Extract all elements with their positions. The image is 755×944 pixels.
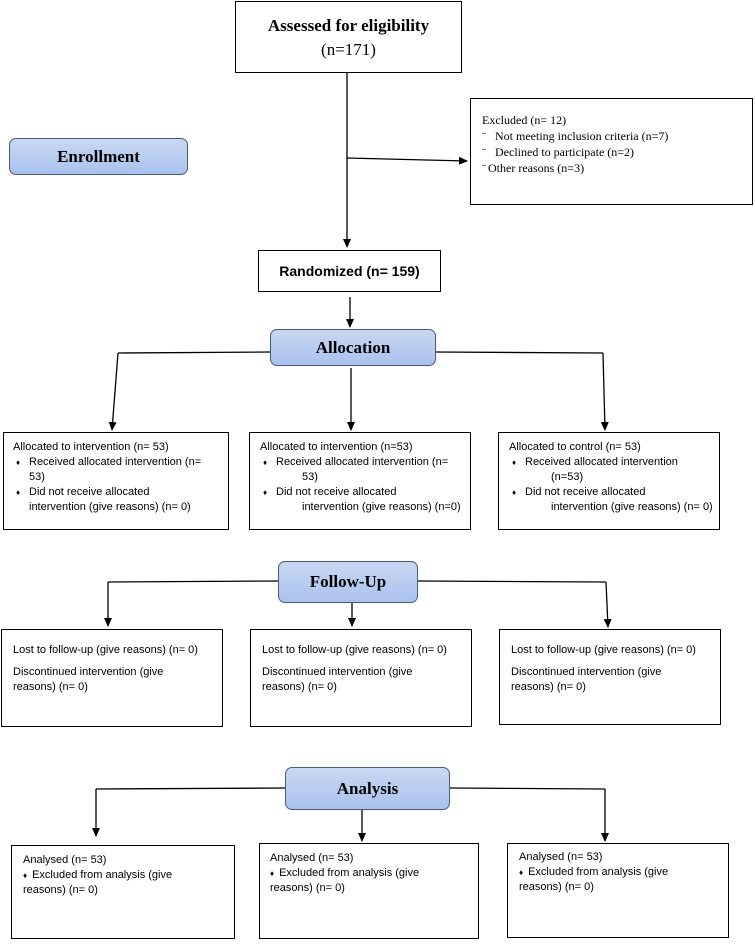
analysis-box-left: Analysed (n= 53) ♦ Excluded from analysis… (11, 845, 235, 939)
not-received-text-cont: intervention (give reasons) (n=0) (302, 501, 461, 513)
discontinued-line-2: reasons) (n= 0) (511, 681, 586, 693)
allocation-left-drop (108, 352, 119, 431)
excluded-analysis-line-2: reasons) (n= 0) (23, 884, 98, 896)
not-received-text-cont: intervention (give reasons) (n= 0) (29, 501, 191, 513)
excluded-analysis-line-1: Excluded from analysis (give (528, 866, 669, 878)
allocation-not-received-item: ♦ Did not receive allocated intervention… (260, 485, 470, 515)
excluded-item-text: Not meeting inclusion criteria (n=7) (495, 129, 669, 143)
discontinued-line-1: Discontinued intervention (give (13, 666, 164, 678)
eligibility-count: (n=171) (321, 40, 376, 59)
discontinued-intervention: Discontinued intervention (give reasons)… (511, 665, 720, 695)
followup-box-left: Lost to follow-up (give reasons) (n= 0) … (1, 629, 223, 727)
diamond-bullet-icon: ♦ (270, 869, 275, 878)
analysed-count: Analysed (n= 53) (519, 851, 603, 863)
eligibility-title: Assessed for eligibility (267, 16, 430, 35)
analysis-left-branch (95, 787, 287, 790)
allocation-title: Allocated to control (n= 53) (509, 441, 641, 453)
excluded-bullet: ¨ (482, 145, 486, 159)
received-text-cont: (n=53) (551, 471, 584, 483)
followup-right-drop (603, 581, 612, 628)
excluded-item-other: ¨ Other reasons (n=3) (482, 160, 752, 176)
not-received-text: Did not receive allocated (29, 486, 150, 498)
analysis-box-middle: Analysed (n= 53) ♦ Excluded from analysis… (259, 843, 479, 939)
stage-follow-up: Follow-Up (278, 561, 418, 603)
followup-box-right: Lost to follow-up (give reasons) (n= 0) … (499, 629, 721, 725)
excluded-box: Excluded (n= 12) ¨ Not meeting inclusion… (470, 98, 753, 205)
allocation-right-drop (600, 352, 609, 431)
followup-left-branch (107, 580, 280, 583)
excluded-item-text: Declined to participate (n=2) (495, 145, 635, 159)
allocation-box-intervention-1: Allocated to intervention (n= 53) ♦ Rece… (3, 432, 229, 530)
randomized-label: Randomized (n= 159) (279, 263, 420, 279)
diamond-bullet-icon: ♦ (519, 868, 524, 877)
received-text: Received allocated intervention (n= (276, 456, 449, 468)
received-text: Received allocated intervention (n= (29, 456, 202, 468)
excluded-title: Excluded (n= 12) (482, 113, 567, 127)
allocation-not-received-item: ♦ Did not receive allocated intervention… (13, 485, 228, 515)
allocation-received-item: ♦ Received allocated intervention (n= 53… (13, 455, 228, 485)
discontinued-line-2: reasons) (n= 0) (262, 681, 337, 693)
excluded-analysis-line-1: Excluded from analysis (give (32, 869, 173, 881)
analysis-box-right: Analysed (n= 53) ♦ Excluded from analysis… (507, 843, 729, 938)
discontinued-intervention: Discontinued intervention (give reasons)… (262, 665, 471, 695)
excluded-analysis-line-1: Excluded from analysis (give (279, 867, 420, 879)
diamond-bullet-icon: ♦ (263, 488, 268, 497)
stage-analysis: Analysis (285, 767, 450, 810)
excluded-from-analysis: ♦ Excluded from analysis (give reasons) (… (270, 866, 478, 896)
analysed-count: Analysed (n= 53) (270, 852, 354, 864)
followup-right-branch (416, 580, 607, 583)
excluded-bullet: ¨ (482, 129, 486, 143)
lost-to-followup: Lost to follow-up (give reasons) (n= 0) (13, 644, 198, 656)
discontinued-line-2: reasons) (n= 0) (13, 681, 88, 693)
excluded-from-analysis: ♦ Excluded from analysis (give reasons) (… (23, 868, 234, 898)
excluded-item-text: Other reasons (n=3) (488, 161, 585, 175)
diamond-bullet-icon: ♦ (16, 488, 21, 497)
not-received-text: Did not receive allocated (525, 486, 646, 498)
followup-box-middle: Lost to follow-up (give reasons) (n= 0) … (250, 629, 472, 727)
analysed-count: Analysed (n= 53) (23, 854, 107, 866)
excluded-item-not-meeting: ¨ Not meeting inclusion criteria (n=7) (482, 128, 752, 144)
analysis-right-branch (448, 787, 606, 790)
allocation-box-intervention-2: Allocated to intervention (n=53) ♦ Recei… (249, 432, 471, 530)
diamond-bullet-icon: ♦ (512, 488, 517, 497)
not-received-text-cont: intervention (give reasons) (n= 0) (551, 501, 713, 513)
excluded-analysis-line-2: reasons) (n= 0) (270, 882, 345, 894)
lost-to-followup: Lost to follow-up (give reasons) (n= 0) (511, 644, 696, 656)
diamond-bullet-icon: ♦ (512, 458, 517, 467)
allocation-left-branch (117, 351, 272, 354)
stage-enrollment: Enrollment (9, 138, 188, 175)
discontinued-line-1: Discontinued intervention (give (262, 666, 413, 678)
allocation-box-control: Allocated to control (n= 53) ♦ Received … (498, 432, 720, 530)
allocation-not-received-item: ♦ Did not receive allocated intervention… (509, 485, 719, 515)
allocation-received-item: ♦ Received allocated intervention (n= 53… (260, 455, 470, 485)
diamond-bullet-icon: ♦ (23, 871, 28, 880)
received-text-cont: 53) (29, 471, 45, 483)
excluded-item-declined: ¨ Declined to participate (n=2) (482, 144, 752, 160)
diamond-bullet-icon: ♦ (263, 458, 268, 467)
allocation-title: Allocated to intervention (n= 53) (13, 441, 169, 453)
stage-allocation: Allocation (270, 329, 436, 366)
allocation-title: Allocated to intervention (n=53) (260, 441, 413, 453)
not-received-text: Did not receive allocated (276, 486, 397, 498)
diamond-bullet-icon: ♦ (16, 458, 21, 467)
received-text-cont: 53) (302, 471, 318, 483)
allocation-received-item: ♦ Received allocated intervention (n=53) (509, 455, 719, 485)
arrow-to-excluded (346, 156, 468, 165)
eligibility-box: Assessed for eligibility (n=171) (235, 1, 462, 73)
received-text: Received allocated intervention (525, 456, 678, 468)
randomized-box: Randomized (n= 159) (258, 250, 441, 292)
excluded-analysis-line-2: reasons) (n= 0) (519, 881, 594, 893)
excluded-bullet: ¨ (482, 161, 486, 175)
discontinued-line-1: Discontinued intervention (give (511, 666, 662, 678)
allocation-right-branch (434, 351, 604, 354)
discontinued-intervention: Discontinued intervention (give reasons)… (13, 665, 222, 695)
lost-to-followup: Lost to follow-up (give reasons) (n= 0) (262, 644, 447, 656)
excluded-from-analysis: ♦ Excluded from analysis (give reasons) (… (519, 865, 728, 895)
